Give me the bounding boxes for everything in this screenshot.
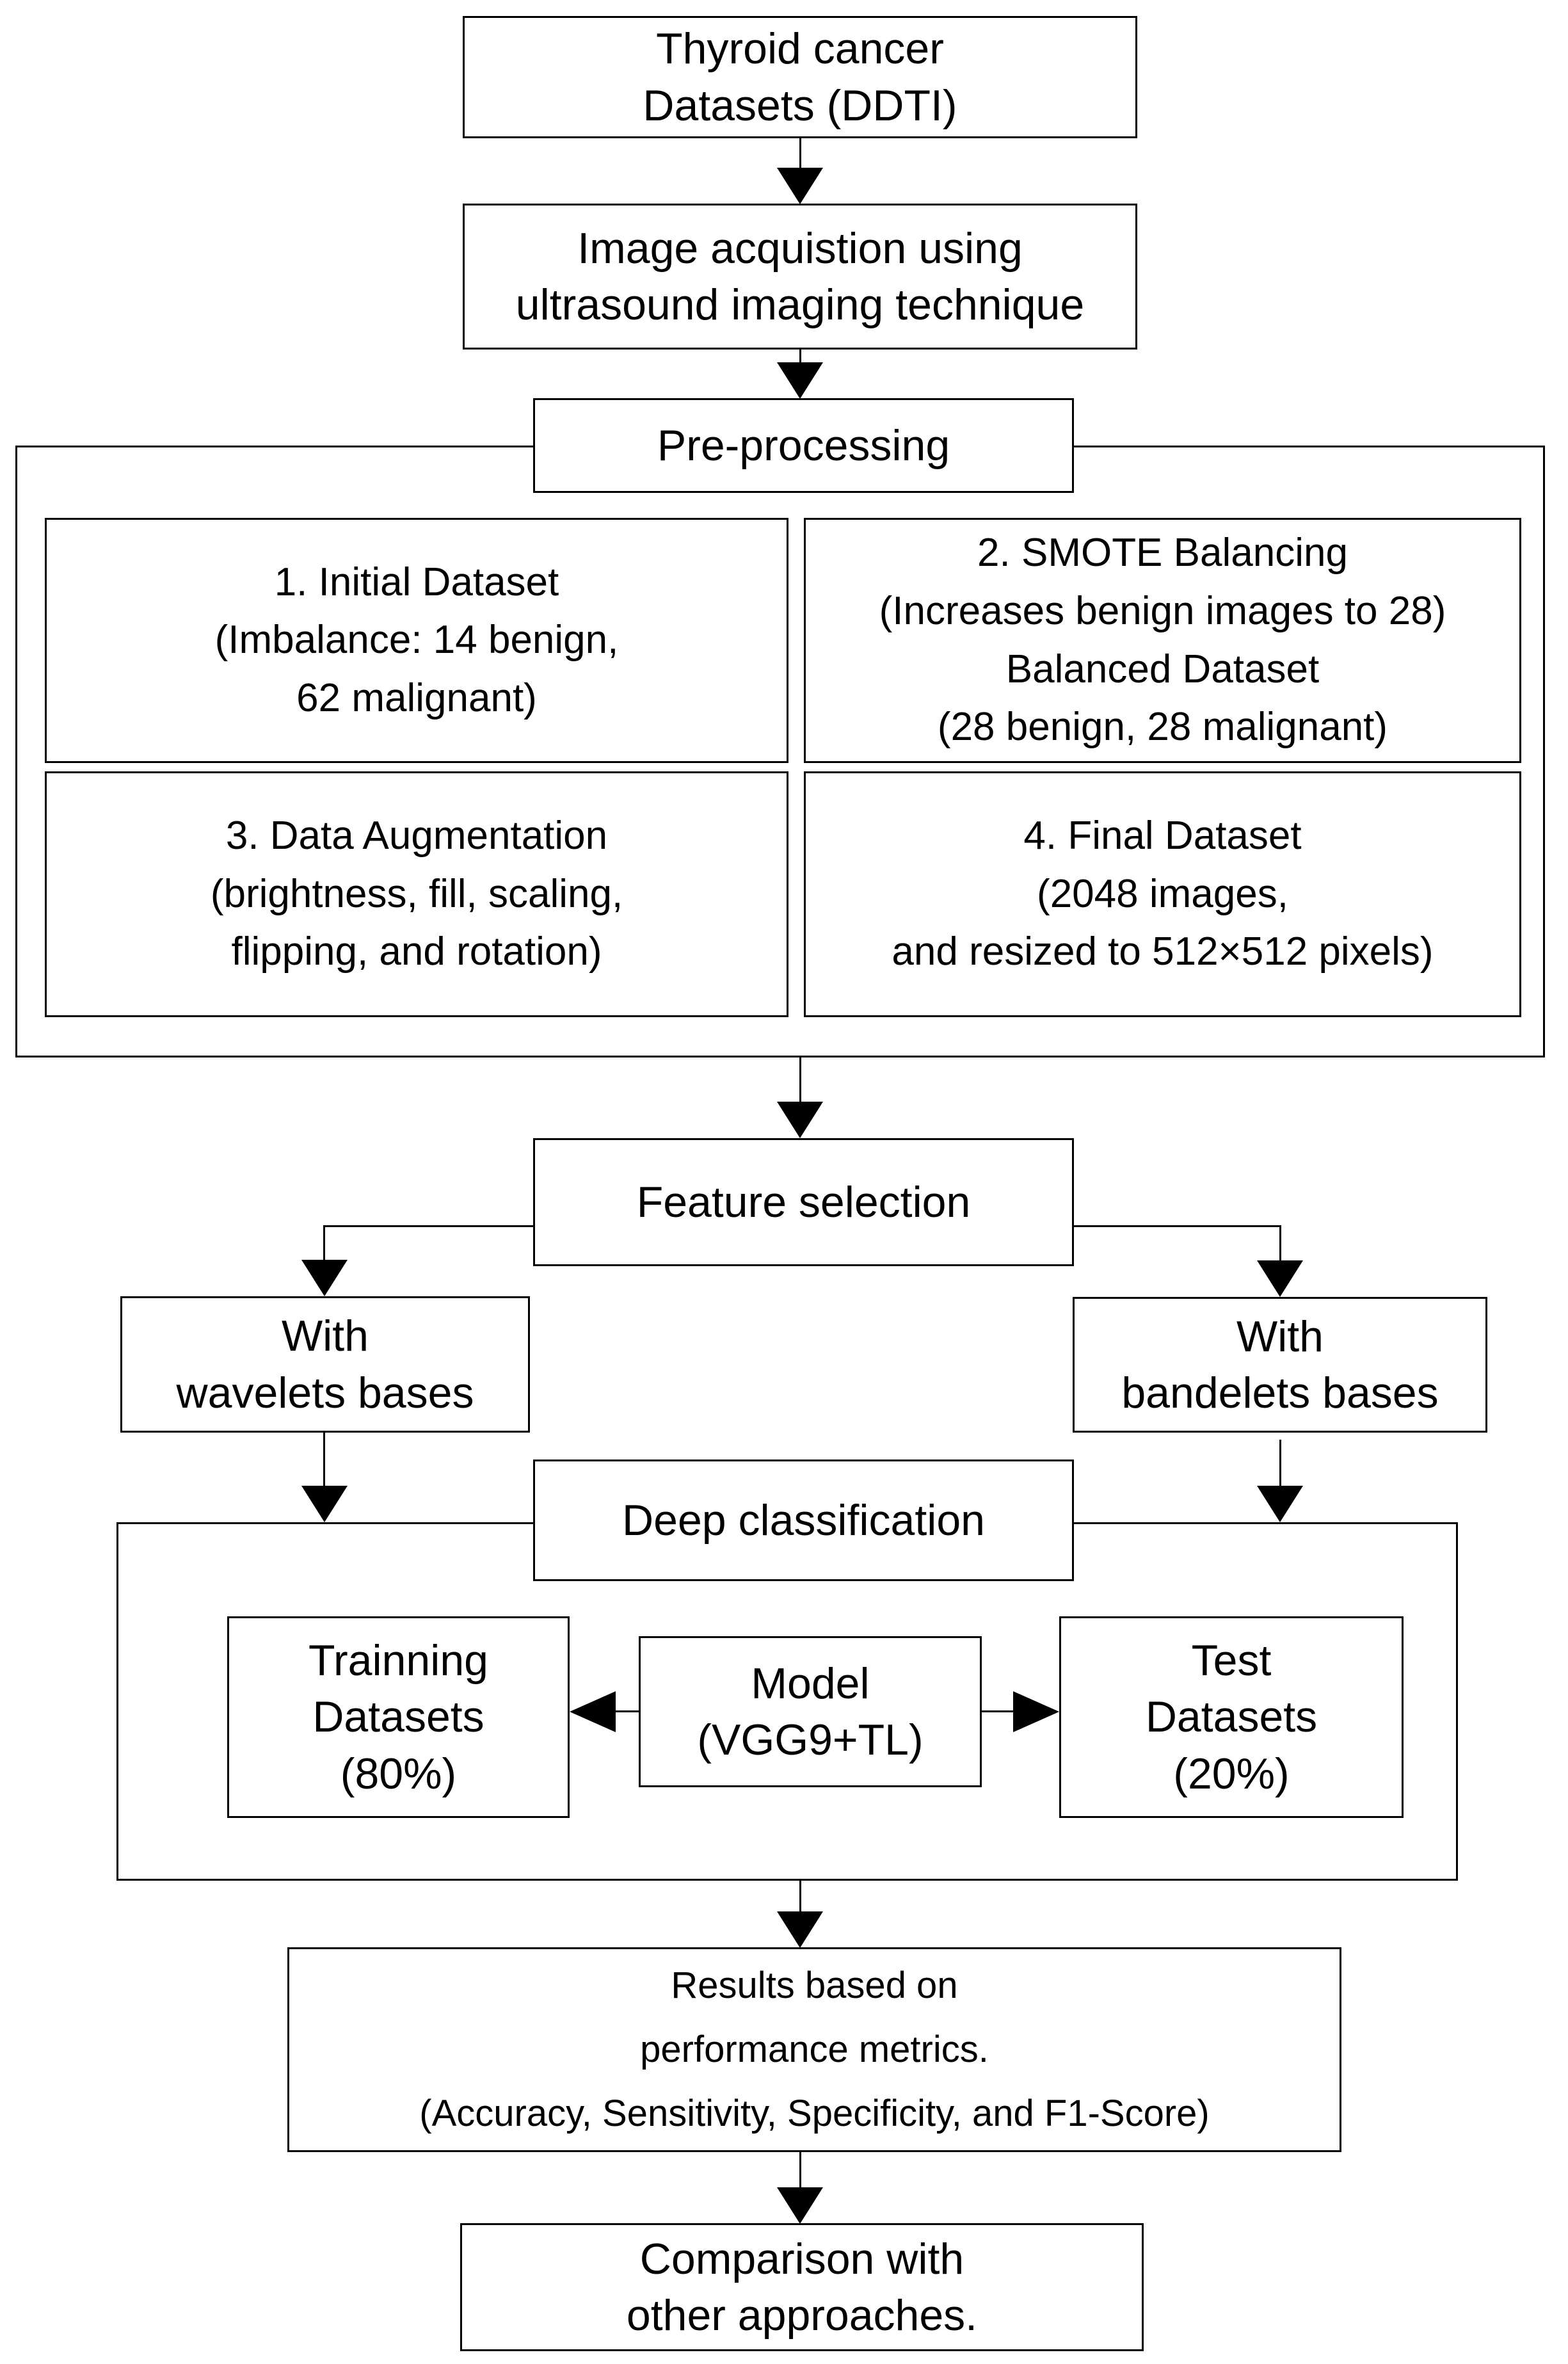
connector-model-to-test-line [982,1710,1015,1712]
arrowhead-thyroid-to-acquisition-icon [777,168,823,204]
node-text-line: Trainning [308,1636,488,1685]
arrowhead-feature-to-wavelets-icon [301,1260,348,1296]
node-text-line: Test [1191,1636,1272,1685]
node-text-line: Datasets (DDTI) [643,81,957,130]
node-text-line: (80%) [340,1749,457,1798]
node-text-line: Datasets [312,1693,484,1742]
node-thyroid-datasets: Thyroid cancer Datasets (DDTI) [463,16,1137,138]
node-text-line: Feature selection [636,1177,971,1226]
node-bandelets-bases: With bandelets bases [1073,1297,1487,1433]
node-text-line: Results based on [671,1965,958,2007]
node-data-augmentation: 3. Data Augmentation (brightness, fill, … [45,771,788,1017]
node-training-datasets: Trainning Datasets (80%) [227,1616,570,1818]
arrowhead-results-to-comparison-icon [777,2187,823,2224]
node-text-line: (20%) [1173,1749,1290,1798]
node-text-line: Comparison with [639,2234,964,2283]
node-text-line: 4. Final Dataset [1023,814,1302,858]
node-text-line: Model [751,1659,870,1708]
arrowhead-feature-to-bandelets-icon [1257,1260,1303,1297]
connector-acquisition-to-preprocessing-line [799,350,801,365]
node-text-line: other approaches. [626,2291,978,2340]
node-text-line: bandelets bases [1121,1369,1439,1417]
connector-deep-to-results-line [799,1881,801,1913]
node-text-line: Pre-processing [657,421,950,470]
arrowhead-model-to-test-icon [1013,1691,1059,1732]
connector-thyroid-to-acquisition-line [799,138,801,169]
arrowhead-acquisition-to-preprocessing-icon [777,362,823,399]
node-smote-balancing: 2. SMOTE Balancing (Increases benign ima… [804,518,1521,763]
connector-bandelets-to-deep-line [1279,1440,1281,1487]
connector-feature-to-bandelets-vline [1279,1225,1281,1262]
node-test-datasets: Test Datasets (20%) [1059,1616,1404,1818]
node-text-line: performance metrics. [640,2029,989,2071]
node-text-line: wavelets bases [176,1368,474,1417]
connector-wavelets-to-deep-line [323,1433,325,1487]
node-final-dataset: 4. Final Dataset (2048 images, and resiz… [804,771,1521,1017]
node-text-line: (brightness, fill, scaling, [210,871,623,916]
node-text-line: flipping, and rotation) [231,929,602,974]
node-text-line: Datasets [1145,1693,1318,1742]
node-text-line: (Increases benign images to 28) [879,588,1446,633]
connector-preprocessing-to-feature-line [799,1057,801,1102]
arrowhead-wavelets-to-deep-icon [301,1486,348,1522]
node-text-line: 3. Data Augmentation [225,814,608,858]
node-text-line: (Imbalance: 14 benign, [214,618,619,663]
node-preprocessing: Pre-processing [533,398,1074,493]
node-image-acquisition: Image acquistion using ultrasound imagin… [463,204,1137,350]
node-text-line: Balanced Dataset [1005,647,1320,691]
node-text-line: 1. Initial Dataset [274,559,559,604]
arrowhead-model-to-training-icon [570,1691,616,1732]
arrowhead-bandelets-to-deep-icon [1257,1486,1303,1522]
node-text-line: With [1236,1312,1324,1361]
node-text-line: and resized to 512×512 pixels) [892,929,1434,974]
node-text-line: Thyroid cancer [656,24,944,74]
node-text-line: Image acquistion using [577,223,1023,273]
node-text-line: (Accuracy, Sensitivity, Specificity, and… [419,2092,1210,2134]
node-text-line: 2. SMOTE Balancing [977,531,1348,575]
node-text-line: With [282,1312,369,1361]
connector-feature-to-wavelets-hline [325,1225,534,1227]
node-text-line: (2048 images, [1037,871,1288,916]
node-text-line: 62 malignant) [296,675,537,720]
connector-results-to-comparison-line [799,2152,801,2189]
node-wavelets-bases: With wavelets bases [120,1296,530,1433]
arrowhead-preprocessing-to-feature-icon [777,1102,823,1138]
node-model: Model (VGG9+TL) [639,1636,982,1787]
node-comparison: Comparison with other approaches. [460,2223,1144,2351]
node-initial-dataset: 1. Initial Dataset (Imbalance: 14 benign… [45,518,788,763]
arrowhead-deep-to-results-icon [777,1911,823,1948]
node-text-line: (VGG9+TL) [697,1716,924,1764]
node-text-line: ultrasound imaging technique [515,280,1085,329]
node-results: Results based on performance metrics. (A… [287,1947,1341,2152]
node-deep-classification: Deep classification [533,1459,1074,1581]
connector-feature-to-bandelets-hline [1073,1225,1281,1227]
connector-model-to-training-line [613,1710,640,1712]
node-feature-selection: Feature selection [533,1138,1074,1266]
connector-feature-to-wavelets-vline [323,1225,325,1261]
node-text-line: Deep classification [622,1495,985,1545]
node-text-line: (28 benign, 28 malignant) [937,705,1388,750]
